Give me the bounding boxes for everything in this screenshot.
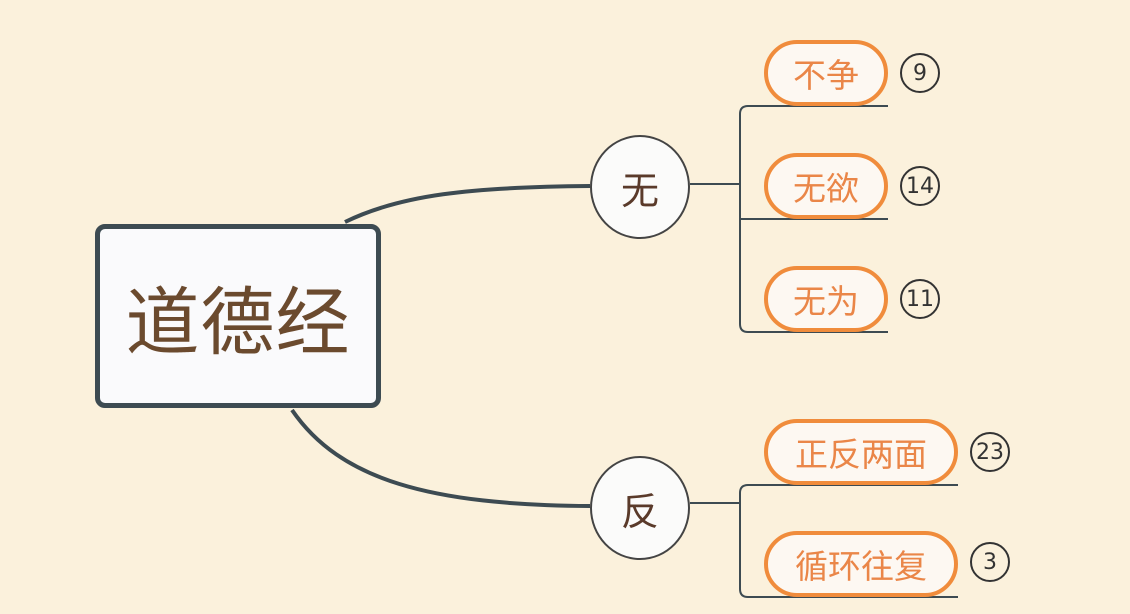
fan-bracket xyxy=(690,484,958,598)
count-badge: 23 xyxy=(970,432,1010,472)
leaf-node-buzheng[interactable]: 不争 xyxy=(764,40,888,106)
count-badge: 11 xyxy=(900,279,940,319)
count-badge: 9 xyxy=(900,53,940,93)
leaf-label: 无欲 xyxy=(793,169,859,208)
wu-bracket xyxy=(690,105,888,333)
leaf-node-zhengfan[interactable]: 正反两面 xyxy=(764,419,958,485)
leaf-label: 无为 xyxy=(793,282,859,321)
root-node[interactable]: 道德经 xyxy=(95,224,381,408)
root-to-wu-connector xyxy=(344,184,591,224)
count-badge: 3 xyxy=(970,542,1010,582)
leaf-node-xunhuan[interactable]: 循环往复 xyxy=(764,531,958,597)
leaf-node-wuwei[interactable]: 无为 xyxy=(764,266,888,332)
count-badge: 14 xyxy=(900,166,940,206)
leaf-label: 不争 xyxy=(793,56,859,95)
branch-node-fan[interactable]: 反 xyxy=(590,456,690,560)
root-label: 道德经 xyxy=(125,279,351,366)
branch-label: 无 xyxy=(620,168,659,213)
root-to-fan-connector xyxy=(290,408,591,508)
branch-label: 反 xyxy=(620,489,659,534)
leaf-label: 循环往复 xyxy=(795,547,927,586)
branch-node-wu[interactable]: 无 xyxy=(590,135,690,239)
leaf-label: 正反两面 xyxy=(795,435,927,474)
leaf-node-wuyu[interactable]: 无欲 xyxy=(764,153,888,219)
